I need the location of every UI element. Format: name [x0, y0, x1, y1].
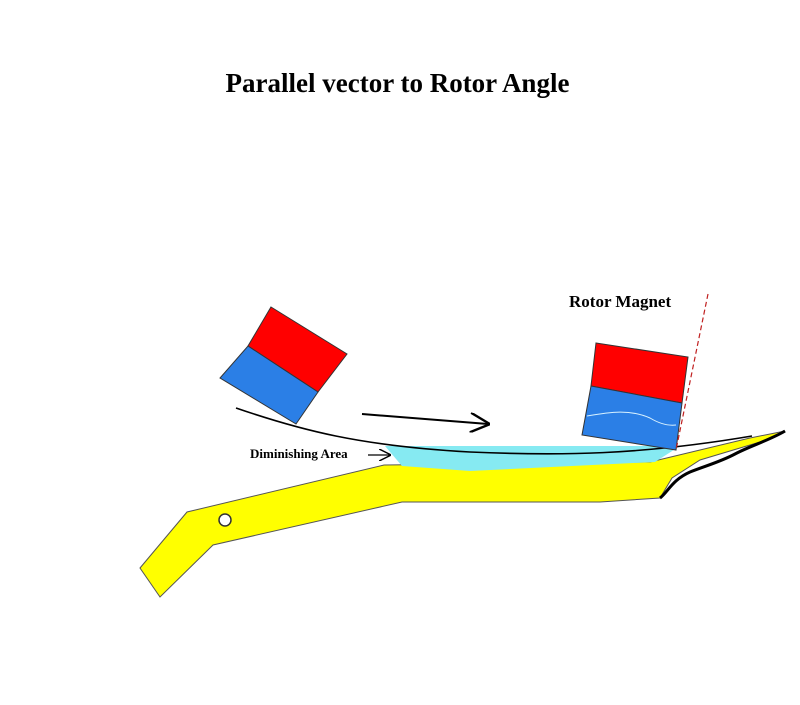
rotor-magnet-south: [581, 385, 683, 451]
right-arrow-icon: [361, 414, 488, 424]
left-magnet: [219, 306, 348, 425]
left-magnet-south: [219, 345, 319, 425]
rotor-magnet: [581, 342, 689, 451]
rotor-magnet-highlight: [586, 411, 677, 426]
track-rough-edge: [659, 429, 786, 500]
page-title: Parallel vector to Rotor Angle: [225, 68, 570, 98]
pivot-hole-icon: [218, 513, 232, 527]
trajectory-curve: [235, 407, 753, 455]
rotor-magnet-label: Rotor Magnet: [569, 292, 672, 311]
rotor-angle-line: [675, 293, 709, 451]
diminishing-area-label: Diminishing Area: [250, 446, 348, 461]
